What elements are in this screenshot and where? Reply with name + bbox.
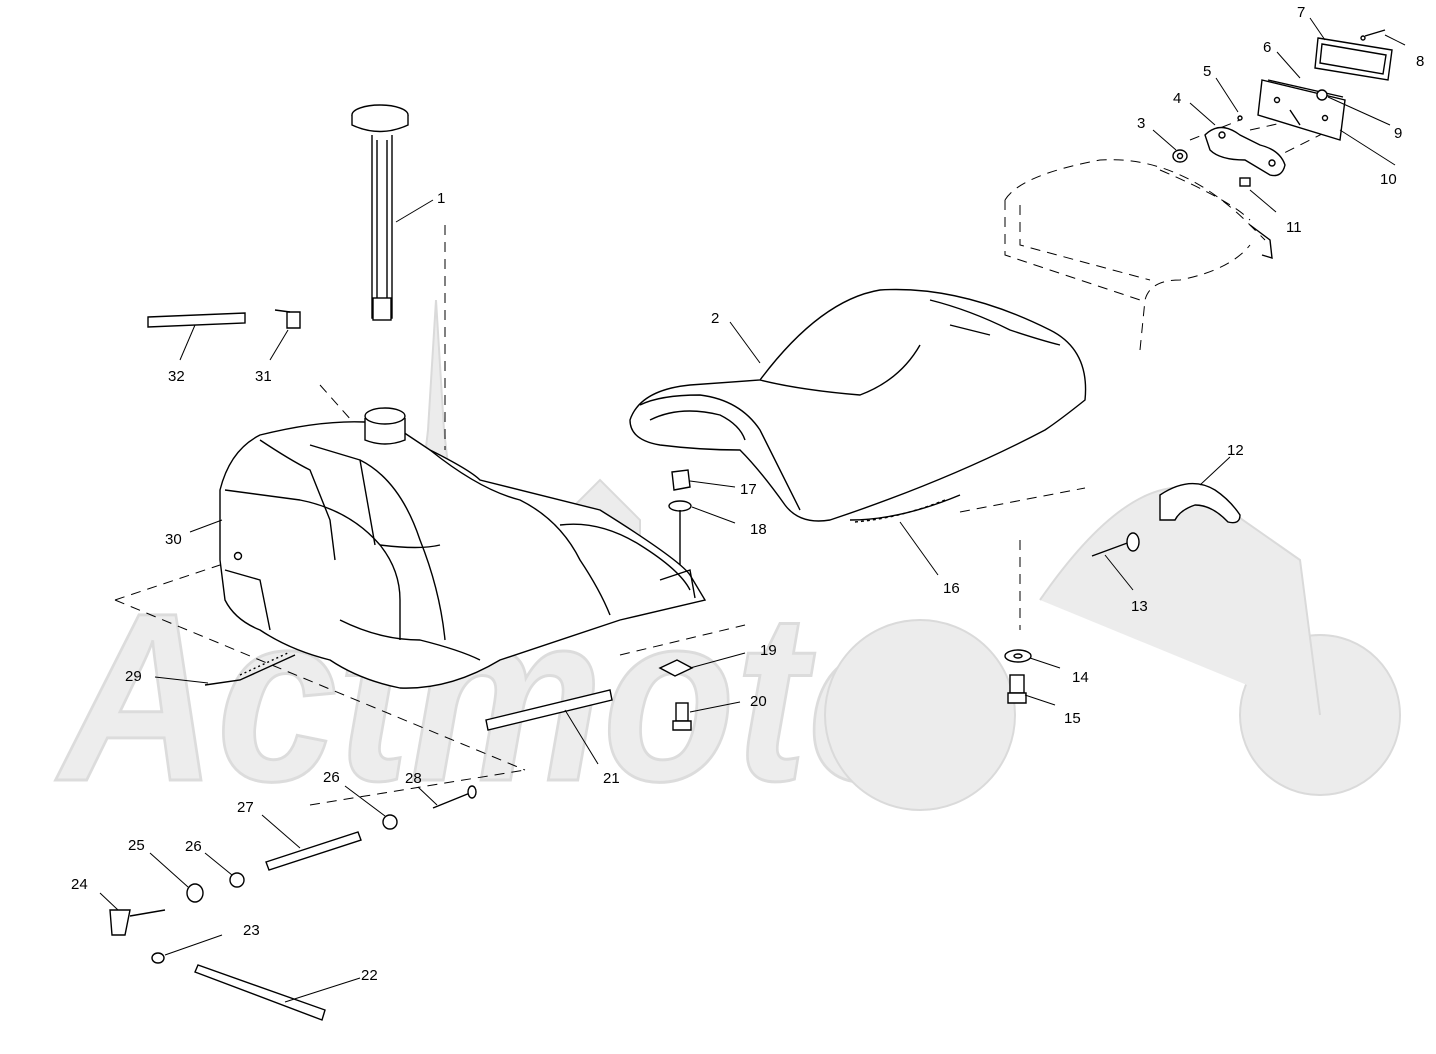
callout-25: 25 — [128, 837, 145, 854]
washer-bolt-parts — [1004, 649, 1032, 704]
callout-13: 13 — [1131, 598, 1148, 615]
callout-19: 19 — [760, 642, 777, 659]
callout-7: 7 — [1297, 4, 1305, 21]
callout-29: 29 — [125, 668, 142, 685]
strip-part — [485, 689, 613, 731]
callout-3: 3 — [1137, 115, 1145, 132]
callout-15: 15 — [1064, 710, 1081, 727]
callout-2: 2 — [711, 310, 719, 327]
callout-12: 12 — [1227, 442, 1244, 459]
callout-14: 14 — [1072, 669, 1089, 686]
callout-26b: 26 — [323, 769, 340, 786]
callout-31: 31 — [255, 368, 272, 385]
leader-lines — [99, 17, 1406, 1003]
callout-labels: 1 2 3 4 5 6 7 8 9 10 11 12 13 14 15 16 1… — [71, 4, 1424, 984]
fuel-sender-part — [351, 104, 409, 321]
callout-26a: 26 — [185, 838, 202, 855]
strap-part — [1159, 482, 1241, 524]
callout-1: 1 — [437, 190, 445, 207]
callout-5: 5 — [1203, 63, 1211, 80]
callout-28: 28 — [405, 770, 422, 787]
fuel-tank-part — [219, 407, 707, 689]
push-pin-part — [1091, 532, 1140, 557]
callout-6: 6 — [1263, 39, 1271, 56]
hardware-parts — [658, 469, 694, 731]
callout-21: 21 — [603, 770, 620, 787]
callout-24: 24 — [71, 876, 88, 893]
callout-11: 11 — [1286, 219, 1302, 236]
callout-9: 9 — [1394, 125, 1402, 142]
callout-17: 17 — [740, 481, 757, 498]
seat-part — [629, 288, 1087, 522]
callout-8: 8 — [1416, 53, 1424, 70]
callout-16: 16 — [943, 580, 960, 597]
callout-20: 20 — [750, 693, 767, 710]
callout-4: 4 — [1173, 90, 1181, 107]
callout-27: 27 — [237, 799, 254, 816]
callout-30: 30 — [165, 531, 182, 548]
callout-18: 18 — [750, 521, 767, 538]
callout-10: 10 — [1380, 171, 1397, 188]
callout-22: 22 — [361, 967, 378, 984]
small-hardware-parts — [109, 309, 477, 1021]
callout-23: 23 — [243, 922, 260, 939]
rear-bracket-parts — [1004, 29, 1393, 351]
callout-32: 32 — [168, 368, 185, 385]
